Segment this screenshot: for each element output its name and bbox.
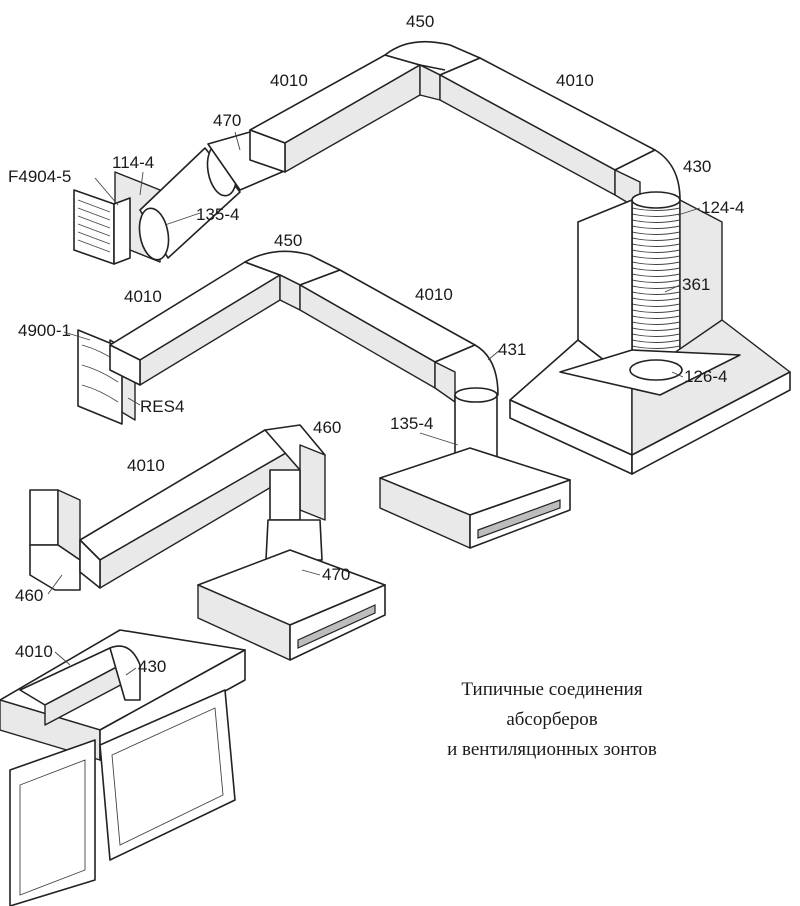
label-4010-top-right: 4010 [556, 71, 594, 90]
label-450-mid: 450 [274, 231, 302, 250]
hose-rib [631, 327, 681, 331]
corner-450-mid [244, 250, 341, 311]
flat-duct-mid-left [109, 261, 281, 386]
caption-line-3: и вентиляционных зонтов [447, 739, 657, 760]
middle-duct-run [77, 250, 571, 549]
label-4010-top-left: 4010 [270, 71, 308, 90]
hose-rib [631, 309, 681, 313]
label-4010-bottom: 4010 [15, 642, 53, 661]
label-res4: RES4 [140, 397, 184, 416]
top-duct-run [73, 40, 791, 475]
round-pipe-135-top [138, 143, 241, 261]
label-470-top: 470 [213, 111, 241, 130]
label-114-4: 114-4 [112, 153, 154, 172]
hose-rib [631, 321, 681, 325]
label-4900-1: 4900-1 [18, 321, 71, 340]
hose-rib [631, 297, 681, 301]
label-135-4-mid: 135-4 [390, 414, 433, 433]
flat-duct-low [79, 429, 301, 589]
wall-grille-f4904 [73, 171, 161, 265]
label-430-right: 430 [683, 157, 711, 176]
absorber-box-low [197, 549, 386, 661]
label-135-4-top: 135-4 [196, 205, 239, 224]
label-470-low: 470 [322, 565, 350, 584]
hose-rib [631, 237, 681, 241]
hose-rib [631, 207, 681, 211]
hose-rib [631, 249, 681, 253]
flat-duct-top-left [249, 54, 421, 173]
caption-line-1: Типичные соединения [461, 679, 642, 700]
label-430-bottom: 430 [138, 657, 166, 676]
labels: 450 4010 4010 470 430 F4904-5 114-4 135-… [8, 12, 744, 676]
hose-rib [631, 267, 681, 271]
label-f4904-5: F4904-5 [8, 167, 71, 186]
caption-line-2: абсорберов [506, 709, 597, 730]
label-361: 361 [682, 275, 710, 294]
caption: Типичные соединения абсорберов и вентиля… [447, 679, 657, 760]
hose-rib [631, 225, 681, 229]
label-4010-mid-right: 4010 [415, 285, 453, 304]
bottom-cabinet [0, 629, 246, 906]
hose-rib [631, 243, 681, 247]
corner-450-top [384, 40, 481, 101]
hose-rib [631, 303, 681, 307]
label-4010-low: 4010 [127, 456, 165, 475]
leader-lines [47, 131, 701, 676]
label-126-4: 126-4 [684, 367, 727, 386]
hose-rib [631, 219, 681, 223]
hose-rib [631, 213, 681, 217]
label-431: 431 [498, 340, 526, 359]
ventilation-hood [509, 199, 791, 475]
hose-rib [631, 339, 681, 343]
label-450-top: 450 [406, 12, 434, 31]
flat-duct-top-right [439, 57, 656, 196]
hose-rib [631, 333, 681, 337]
hose-rib [631, 345, 681, 349]
hose-rib [631, 291, 681, 295]
hose-rib [631, 261, 681, 265]
riser-460-left [29, 489, 81, 591]
hose-rib [631, 279, 681, 283]
hose-rib [631, 273, 681, 277]
hose-rib [631, 255, 681, 259]
label-460-right: 460 [313, 418, 341, 437]
label-124-4: 124-4 [701, 198, 744, 217]
absorber-box-mid [379, 447, 571, 549]
label-4010-mid-left: 4010 [124, 287, 162, 306]
corner-460-right [264, 424, 326, 521]
hose-rib [631, 231, 681, 235]
bend-430-bottom [109, 645, 141, 701]
lower-duct-run [29, 424, 386, 661]
hose-rib [631, 315, 681, 319]
label-460-left: 460 [15, 586, 43, 605]
